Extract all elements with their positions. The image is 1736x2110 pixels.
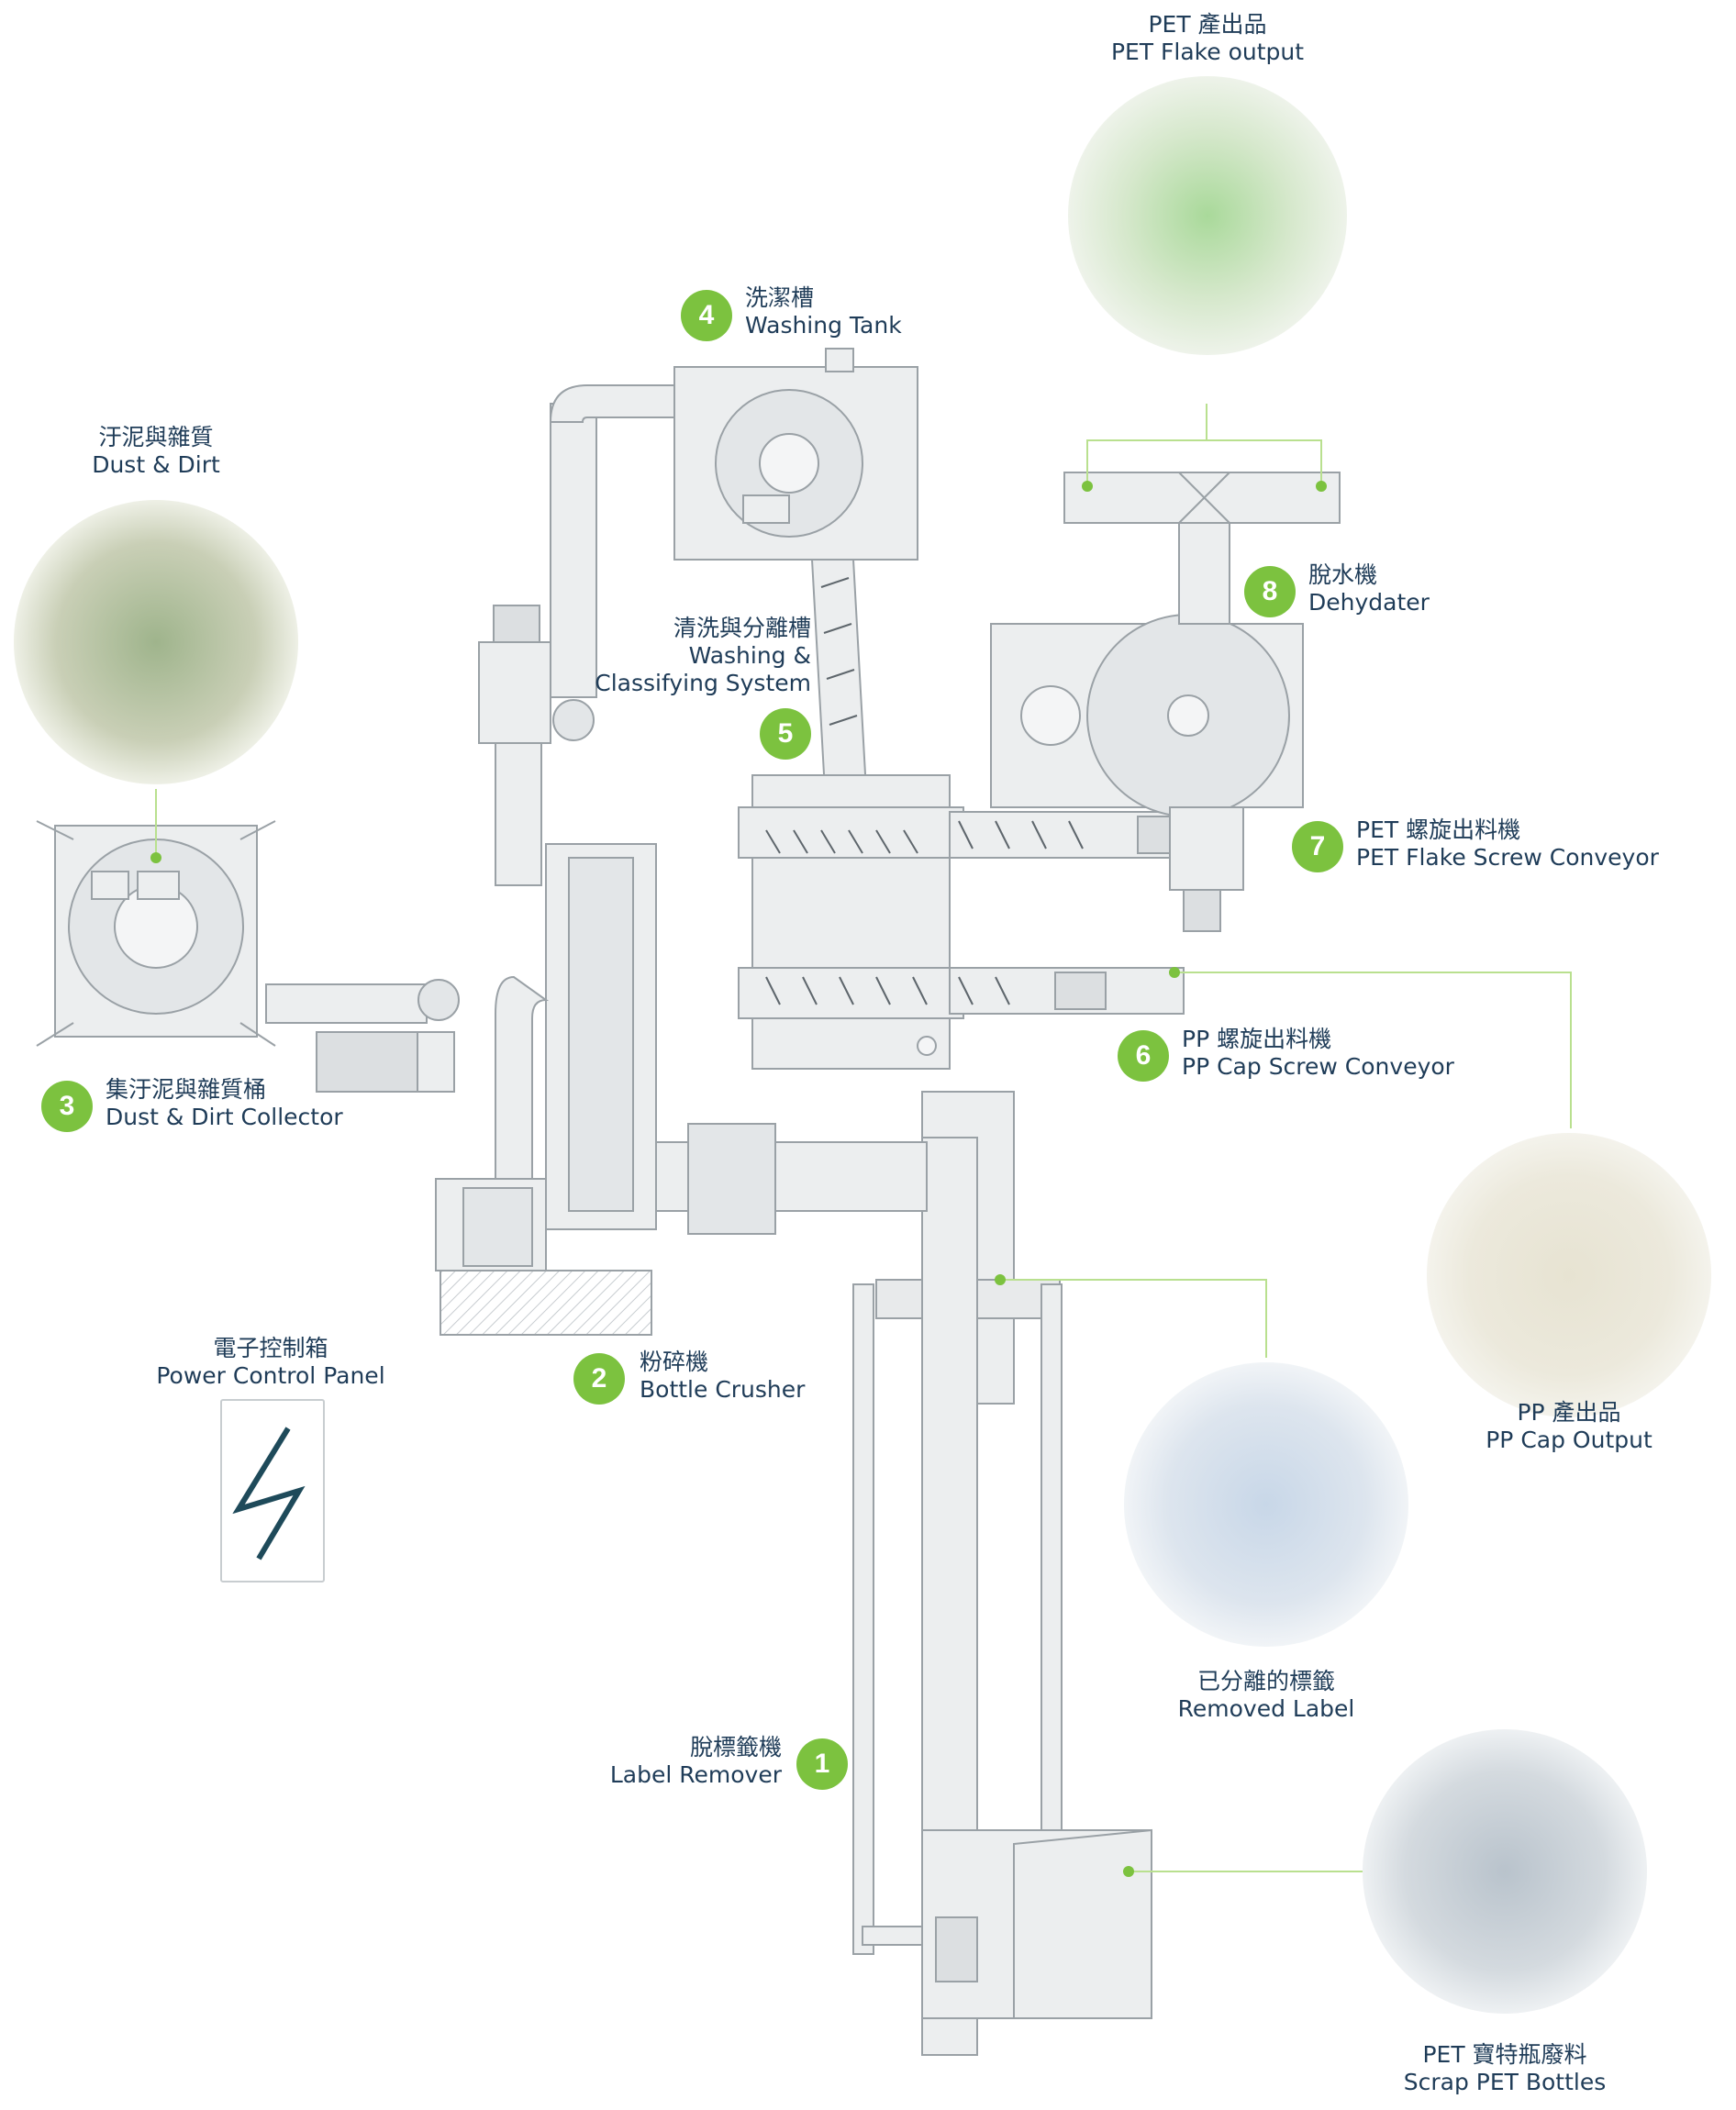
step-8-zh: 脫水機 [1308, 561, 1378, 588]
step-5-badge: 5 [760, 708, 811, 760]
step-6-en: PP Cap Screw Conveyor [1182, 1053, 1454, 1080]
step-3-label: 集汙泥與雜質桶 Dust & Dirt Collector [106, 1076, 343, 1131]
pet-flake-zh: PET 產出品 [1148, 11, 1267, 38]
step-8-label: 脫水機 Dehydater [1308, 561, 1430, 616]
scrap-bottles-image [1363, 1729, 1647, 2014]
power-panel-label: 電子控制箱 Power Control Panel [133, 1335, 408, 1390]
step-8-badge: 8 [1244, 566, 1296, 617]
step-6-label: PP 螺旋出料機 PP Cap Screw Conveyor [1182, 1026, 1454, 1081]
step-4-en: Washing Tank [745, 312, 902, 339]
step-2-badge: 2 [573, 1353, 625, 1405]
pet-flake-en: PET Flake output [1110, 39, 1305, 65]
step-1-badge: 1 [796, 1738, 848, 1790]
step-5-en-1: Washing & [688, 642, 811, 669]
dust-en: Dust & Dirt [92, 451, 220, 478]
step-5-zh: 清洗與分離槽 [673, 615, 811, 641]
dust-zh: 汙泥與雜質 [98, 424, 214, 450]
step-7-en: PET Flake Screw Conveyor [1356, 844, 1659, 871]
step-1-en: Label Remover [609, 1761, 782, 1788]
step-7-zh: PET 螺旋出料機 [1356, 816, 1521, 843]
step-2-zh: 粉碎機 [640, 1349, 709, 1375]
step-3-badge: 3 [41, 1081, 93, 1132]
step-6-zh: PP 螺旋出料機 [1182, 1026, 1332, 1052]
step-5-label: 清洗與分離槽 Washing & Classifying System [595, 615, 811, 697]
removed-label-image [1124, 1362, 1408, 1647]
scrap-en: Scrap PET Bottles [1403, 2069, 1607, 2095]
removed-label-label: 已分離的標籤 Removed Label [1129, 1668, 1404, 1723]
step-2-en: Bottle Crusher [640, 1376, 806, 1403]
step-3-en: Dust & Dirt Collector [106, 1104, 343, 1130]
scrap-zh: PET 寶特瓶廢料 [1422, 2041, 1587, 2068]
step-6-badge: 6 [1118, 1030, 1169, 1082]
lightning-bolt-icon [232, 1427, 306, 1560]
pp-cap-zh: PP 產出品 [1517, 1399, 1621, 1426]
pet-flake-label: PET 產出品 PET Flake output [1070, 11, 1345, 66]
step-4-badge: 4 [681, 290, 732, 341]
removed-label-zh: 已分離的標籤 [1196, 1668, 1335, 1694]
power-control-panel [220, 1399, 325, 1582]
power-panel-en: Power Control Panel [156, 1362, 385, 1389]
step-4-zh: 洗潔槽 [745, 284, 815, 311]
step-1-label: 脫標籤機 Label Remover [610, 1734, 782, 1789]
step-7-badge: 7 [1292, 821, 1343, 872]
pp-cap-en: PP Cap Output [1486, 1427, 1653, 1453]
step-2-label: 粉碎機 Bottle Crusher [640, 1349, 805, 1404]
dust-label: 汙泥與雜質 Dust & Dirt [18, 424, 294, 479]
step-7-label: PET 螺旋出料機 PET Flake Screw Conveyor [1356, 816, 1659, 872]
pp-cap-label: PP 產出品 PP Cap Output [1431, 1399, 1707, 1454]
scrap-label: PET 寶特瓶廢料 Scrap PET Bottles [1367, 2041, 1642, 2096]
step-5-en-2: Classifying System [595, 670, 811, 696]
removed-label-en: Removed Label [1177, 1695, 1355, 1722]
pet-flake-image [1068, 76, 1347, 355]
step-1-zh: 脫標籤機 [689, 1734, 782, 1760]
power-panel-zh: 電子控制箱 [213, 1335, 328, 1361]
step-3-zh: 集汙泥與雜質桶 [106, 1076, 267, 1103]
step-4-label: 洗潔槽 Washing Tank [745, 284, 902, 339]
step-8-en: Dehydater [1308, 589, 1430, 616]
dust-dirt-image [14, 500, 298, 784]
pp-cap-image [1427, 1133, 1711, 1417]
